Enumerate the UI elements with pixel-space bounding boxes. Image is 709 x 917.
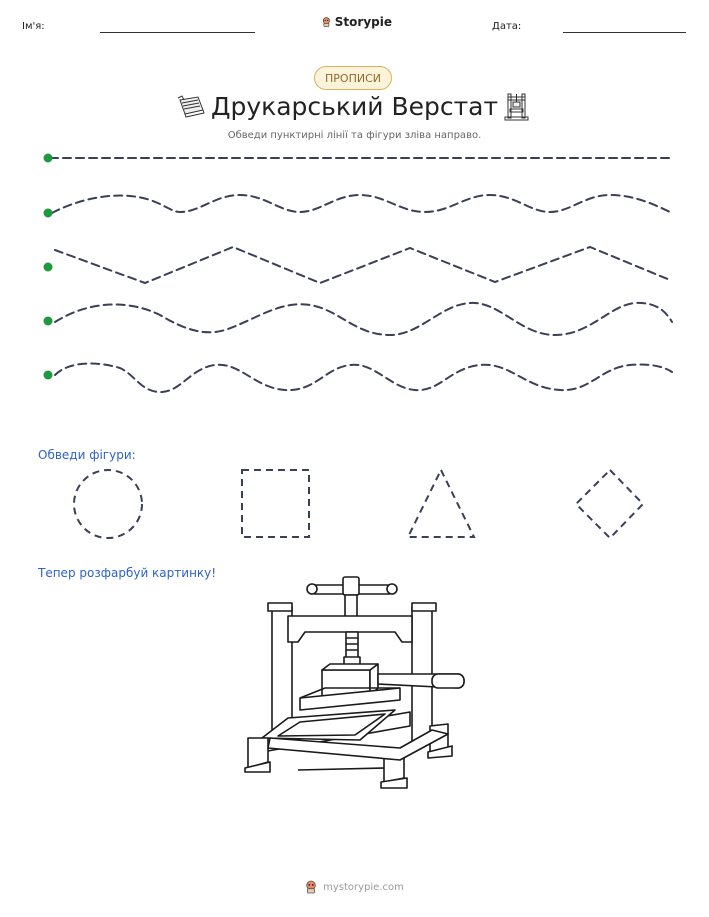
start-dot-5 <box>43 370 53 380</box>
printing-press-icon <box>504 93 529 121</box>
start-dot-4 <box>43 316 53 326</box>
typewriter-icon <box>177 95 205 118</box>
date-label: Дата: <box>492 21 522 32</box>
date-field-line[interactable] <box>563 32 686 33</box>
page-title: Друкарський Верстат <box>210 92 499 121</box>
trace-line-wave-1 <box>51 193 671 214</box>
shape-triangle <box>406 467 476 538</box>
footer: mystorypie.com <box>0 880 709 894</box>
start-dot-3 <box>43 262 53 272</box>
coloring-section-label: Тепер розфарбуй картинку! <box>38 566 217 580</box>
name-field-line[interactable] <box>100 32 255 33</box>
shapes-section-label: Обведи фігури: <box>38 448 136 462</box>
footer-url[interactable]: mystorypie.com <box>323 881 404 893</box>
trace-line-wave-3 <box>54 362 673 394</box>
shape-diamond <box>574 468 645 540</box>
storypie-mascot-icon <box>306 880 316 894</box>
brand-logo: Storypie <box>322 12 392 32</box>
category-badge: ПРОПИСИ <box>314 66 392 90</box>
page-subtitle: Обведи пунктирні лінії та фігури зліва н… <box>227 130 482 141</box>
storypie-mascot-icon <box>322 17 330 27</box>
brand-name: Storypie <box>334 15 392 29</box>
trace-line-zigzag <box>54 245 671 285</box>
trace-line-wave-2 <box>54 301 673 337</box>
shape-circle <box>73 469 143 539</box>
start-dot-1 <box>43 153 53 163</box>
name-label: Ім'я: <box>22 21 45 32</box>
shape-square <box>241 469 310 538</box>
start-dot-2 <box>43 208 53 218</box>
